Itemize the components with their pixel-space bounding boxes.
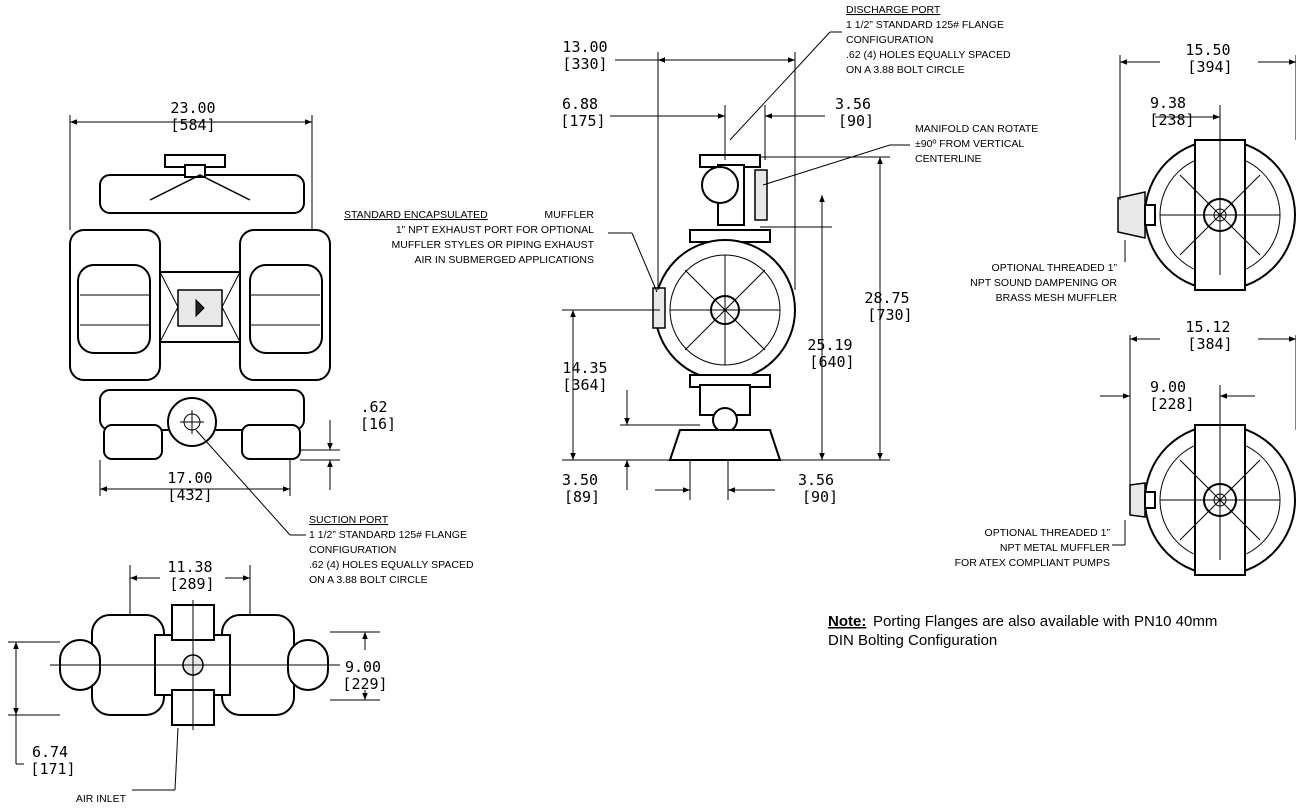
optional-muffler-2-line-1: OPTIONAL THREADED 1” [985,527,1111,539]
right2-width-mm: [384] [1187,335,1232,353]
suction-port-line-2: CONFIGURATION [309,544,396,556]
side-height-in: 28.75 [864,289,909,307]
right1-width-in: 15.50 [1185,41,1230,59]
discharge-port-line-2: CONFIGURATION [846,34,933,46]
right2-offset-mm: [228] [1149,395,1194,413]
side-right-mm: [90] [838,112,874,130]
top-offset-in: 6.74 [32,743,68,761]
front-flange-in: .62 [360,398,387,416]
side-discharge-height-in: 25.19 [807,336,852,354]
side-dimensions [562,31,910,500]
side-overall-in: 13.00 [562,38,607,56]
top-offset-mm: [171] [30,760,75,778]
top-width-in: 11.38 [167,558,212,576]
side-base-right-mm: [90] [802,488,838,506]
discharge-port-title: DISCHARGE PORT [846,4,941,16]
side-air-height-in: 14.35 [562,359,607,377]
optional-muffler-2-line-3: FOR ATEX COMPLIANT PUMPS [955,557,1110,569]
optional-muffler-1-line-1: OPTIONAL THREADED 1” [992,262,1118,274]
right1-width-mm: [394] [1187,58,1232,76]
right-view-2 [1129,424,1296,576]
front-base-mm: [432] [167,486,212,504]
side-base-left-in: 3.50 [562,471,598,489]
note-line-1: Porting Flanges are also available with … [873,613,1217,630]
discharge-port-line-3: .62 (4) HOLES EQUALLY SPACED [846,49,1011,61]
side-discharge-height-mm: [640] [809,353,854,371]
front-base-in: 17.00 [167,469,212,487]
suction-port-title: SUCTION PORT [309,514,389,526]
side-view [652,154,796,461]
side-right-in: 3.56 [835,95,871,113]
suction-port-line-4: ON A 3.88 BOLT CIRCLE [309,574,428,586]
suction-port-line-1: 1 1/2” STANDARD 125# FLANGE [309,529,467,541]
side-left-in: 6.88 [562,95,598,113]
muffler-title-suffix: MUFFLER [544,209,594,221]
side-base-right-in: 3.56 [798,471,834,489]
optional-muffler-2-line-2: NPT METAL MUFFLER [1000,542,1110,554]
side-base-left-mm: [89] [564,488,600,506]
side-overall-mm: [330] [562,55,607,73]
top-depth-in: 9.00 [345,658,381,676]
top-dimensions [8,565,380,791]
suction-port-line-3: .62 (4) HOLES EQUALLY SPACED [309,559,474,571]
right1-offset-mm: [238] [1149,111,1194,129]
note-label: Note: [828,613,866,630]
manifold-line-1: MANIFOLD CAN ROTATE [915,123,1038,135]
muffler-line-2: MUFFLER STYLES OR PIPING EXHAUST [392,239,595,251]
right2-width-in: 15.12 [1185,318,1230,336]
optional-muffler-1-line-2: NPT SOUND DAMPENING OR [970,277,1117,289]
right2-offset-in: 9.00 [1150,378,1186,396]
muffler-line-1: 1” NPT EXHAUST PORT FOR OPTIONAL [396,224,594,236]
muffler-line-3: AIR IN SUBMERGED APPLICATIONS [414,254,594,266]
front-width-in: 23.00 [170,99,215,117]
muffler-title: STANDARD ENCAPSULATED [344,209,488,221]
right-1-dimensions [1119,55,1296,262]
side-height-mm: [730] [867,306,912,324]
side-left-mm: [175] [560,112,605,130]
note-line-2: DIN Bolting Configuration [828,632,997,649]
optional-muffler-1-line-3: BRASS MESH MUFFLER [996,292,1118,304]
discharge-port-line-4: ON A 3.88 BOLT CIRCLE [846,64,965,76]
manifold-line-2: ±90º FROM VERTICAL [915,138,1024,150]
top-view [50,600,340,730]
top-depth-mm: [229] [342,675,387,693]
discharge-port-line-1: 1 1/2” STANDARD 125# FLANGE [846,19,1004,31]
front-flange-mm: [16] [360,415,396,433]
front-dimensions [69,115,340,536]
manifold-line-3: CENTERLINE [915,153,982,165]
top-width-mm: [289] [169,575,214,593]
front-width-mm: [584] [170,116,215,134]
air-inlet-label: AIR INLET [76,793,127,805]
right-view-1 [1117,139,1296,291]
right1-offset-in: 9.38 [1150,94,1186,112]
side-air-height-mm: [364] [562,376,607,394]
front-view [69,154,331,460]
right-2-dimensions [1100,335,1296,546]
